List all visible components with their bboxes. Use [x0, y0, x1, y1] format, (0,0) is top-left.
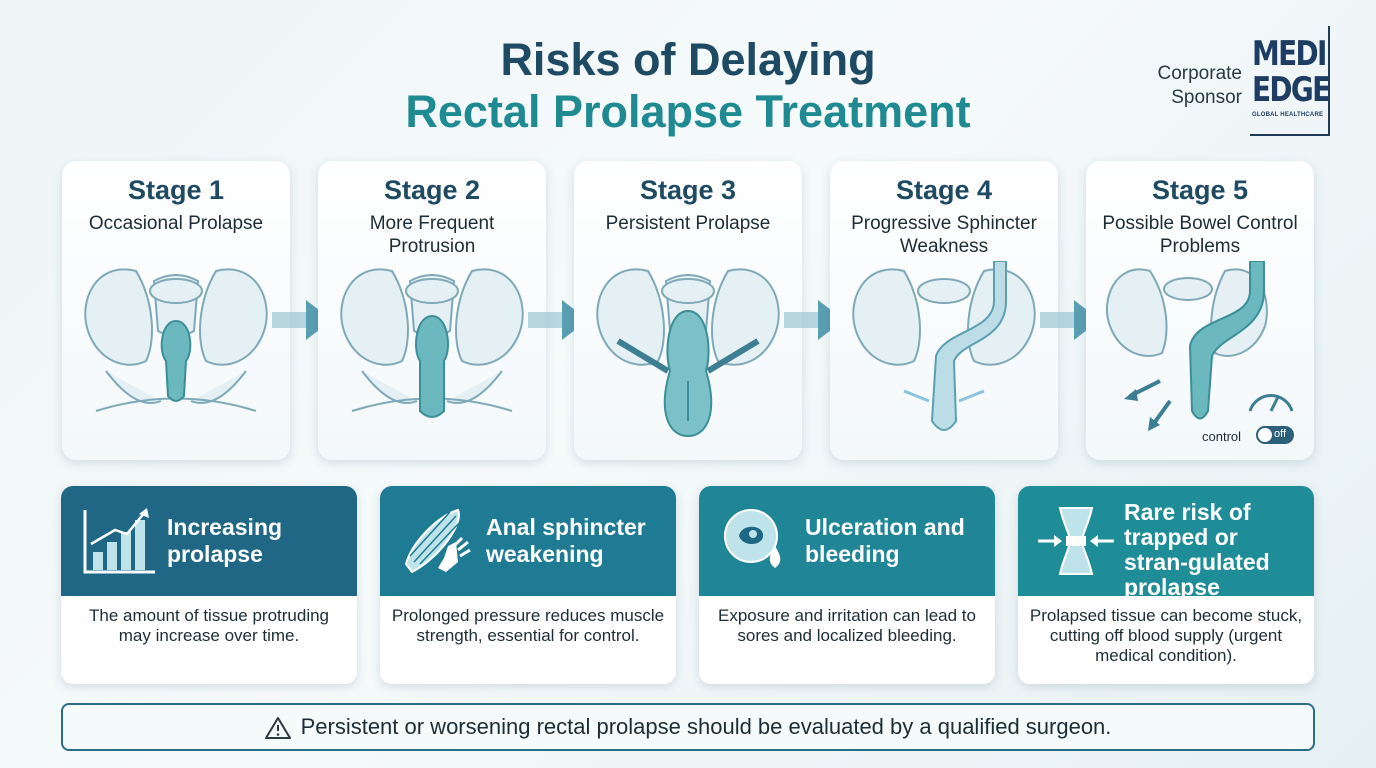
stage-card-5: Stage 5 Possible Bowel Control Problems …	[1086, 161, 1314, 460]
card-header: Increasing prolapse	[61, 486, 357, 596]
warning-triangle-icon	[264, 717, 291, 740]
logo-line-1: MEDI	[1252, 34, 1327, 74]
pelvis-sphincter-weakness-icon	[852, 261, 1036, 431]
pelvis-bowel-control-icon	[1105, 261, 1294, 431]
stage-card-2: Stage 2 More Frequent Protrusion	[318, 161, 546, 460]
logo-subtitle: GLOBAL HEALTHCARE	[1252, 112, 1324, 118]
control-toggle: off	[1256, 426, 1294, 444]
stage-number: Stage 2	[383, 175, 481, 205]
risk-card-strangulated-prolapse: Rare risk of trapped or stran-gulated pr…	[1018, 486, 1314, 684]
pelvis-persistent-prolapse-icon	[596, 268, 780, 438]
toggle-label: off	[1274, 428, 1287, 440]
stage-card-3: Stage 3 Persistent Prolapse	[574, 161, 802, 460]
stage-card-1: Stage 1 Occasional Prolapse	[62, 161, 290, 460]
stage-description: Possible Bowel Control Problems	[1102, 213, 1298, 257]
title-line-1: Risks of Delaying	[500, 34, 876, 85]
stage-number: Stage 4	[895, 175, 993, 205]
stage-number: Stage 3	[639, 175, 737, 205]
risk-card-increasing-prolapse: Increasing prolapse The amount of tissue…	[61, 486, 357, 684]
stage-card-4: Stage 4 Progressive Sphincter Weakness	[830, 161, 1058, 460]
stage-description: Persistent Prolapse	[605, 213, 771, 234]
card-header: Anal sphincter weakening	[380, 486, 676, 596]
sponsor-label: Corporate Sponsor	[1157, 63, 1243, 108]
control-label: control	[1202, 429, 1242, 444]
card-header: Rare risk of trapped or stran-gulated pr…	[1018, 486, 1314, 600]
strangulated-tissue-icon	[1038, 507, 1114, 575]
footer-text: Persistent or worsening rectal prolapse …	[300, 714, 1112, 739]
card-body: Exposure and irritation can lead to sore…	[718, 606, 976, 645]
card-body: Prolonged pressure reduces muscle streng…	[391, 606, 665, 645]
pelvis-small-prolapse-icon	[84, 268, 268, 412]
card-title: Rare risk of trapped or stran-gulated pr…	[1124, 499, 1270, 600]
rising-bar-chart-icon	[83, 508, 155, 574]
card-body: The amount of tissue protruding may incr…	[88, 606, 330, 645]
stage-description: Progressive Sphincter Weakness	[851, 213, 1037, 257]
logo-line-2: EDGE	[1252, 70, 1331, 110]
page-title: Risks of Delaying Rectal Prolapse Treatm…	[0, 34, 1376, 138]
card-title: Ulceration and bleeding	[805, 514, 965, 567]
card-title: Anal sphincter weakening	[486, 514, 646, 567]
footer-note: Persistent or worsening rectal prolapse …	[61, 703, 1315, 751]
risk-card-ulceration-bleeding: Ulceration and bleeding Exposure and irr…	[699, 486, 995, 684]
card-header: Ulceration and bleeding	[699, 486, 995, 596]
stage-description: More Frequent Protrusion	[369, 213, 495, 257]
pelvis-frequent-protrusion-icon	[340, 268, 524, 418]
risk-card-sphincter-weakening: Anal sphincter weakening Prolonged press…	[380, 486, 676, 684]
card-body: Prolapsed tissue can become stuck, cutti…	[1029, 606, 1303, 665]
sponsor-logo: MEDI EDGE GLOBAL HEALTHCARE	[1250, 26, 1331, 136]
stage-description: Occasional Prolapse	[88, 213, 264, 234]
muscle-hand-icon	[404, 508, 471, 574]
card-title: Increasing prolapse	[167, 514, 283, 567]
toggle-knob	[1258, 428, 1272, 442]
stage-number: Stage 1	[127, 175, 225, 205]
ulcer-drop-icon	[724, 509, 781, 568]
stage-number: Stage 5	[1151, 175, 1249, 205]
title-line-2: Rectal Prolapse Treatment	[405, 86, 971, 137]
sponsor-block: Corporate Sponsor MEDI EDGE GLOBAL HEALT…	[1132, 26, 1342, 138]
